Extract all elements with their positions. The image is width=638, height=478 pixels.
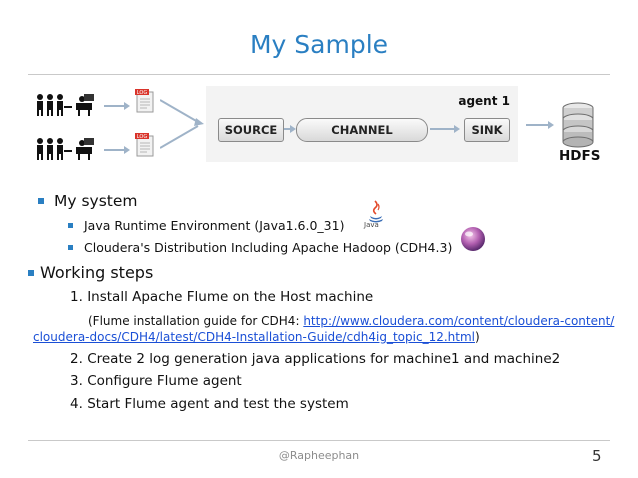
arrow-right-icon [104, 146, 130, 154]
step-text: Start Flume agent and test the system [87, 396, 349, 412]
step-3: 3. Configure Flume agent [70, 373, 242, 389]
step-number: 4. [70, 396, 83, 412]
hdfs-label: HDFS [559, 148, 601, 164]
page-number: 5 [592, 447, 602, 465]
source-component: SOURCE [218, 118, 284, 142]
flume-architecture-diagram: LOG LOG [0, 82, 638, 182]
sub-bullet-text: Cloudera's Distribution Including Apache… [84, 240, 453, 255]
log-file-icon: LOG [134, 88, 156, 114]
java-logo [369, 200, 383, 223]
step-2: 2. Create 2 log generation java applicat… [70, 351, 560, 367]
merge-arrows-icon [160, 99, 204, 149]
step-number: 2. [70, 351, 83, 367]
footer-divider [28, 440, 610, 441]
bullet-working-steps: Working steps [28, 263, 153, 282]
bullet-text: My system [54, 192, 138, 210]
note-prefix: (Flume installation guide for CDH4: [88, 314, 304, 328]
channel-component: CHANNEL [296, 118, 428, 142]
flume-agent-box: agent 1 SOURCE CHANNEL SINK [206, 86, 518, 162]
log-tag: LOG [137, 134, 148, 140]
arrow-right-icon [284, 125, 296, 133]
sub-bullet-text: Java Runtime Environment (Java1.6.0_31) [84, 218, 345, 233]
arrow-right-icon [430, 125, 460, 133]
database-icon [562, 102, 594, 148]
sub-bullet-cdh: Cloudera's Distribution Including Apache… [68, 240, 452, 255]
hadoop-logo [461, 227, 485, 251]
java-logo-text: Java [364, 221, 379, 229]
bullet-text: Working steps [40, 263, 154, 282]
arrow-right-icon [104, 102, 130, 110]
note-suffix: ) [474, 330, 480, 344]
step-text: Create 2 log generation java application… [87, 351, 561, 367]
bullet-my-system: My system [38, 192, 138, 210]
log-tag: LOG [137, 90, 148, 96]
users-group-icon [34, 136, 98, 162]
install-guide-link-cont[interactable]: cloudera-docs/CDH4/latest/CDH4-Installat… [33, 330, 475, 344]
sink-component: SINK [464, 118, 510, 142]
bullet-marker [38, 198, 44, 204]
arrow-right-icon [526, 121, 554, 129]
step-text: Configure Flume agent [87, 373, 242, 389]
slide-title: My Sample [249, 30, 389, 59]
bullet-marker [68, 245, 73, 250]
step-1: 1. Install Apache Flume on the Host mach… [70, 289, 373, 305]
install-guide-link[interactable]: http://www.cloudera.com/content/cloudera… [303, 314, 615, 328]
step-text: Install Apache Flume on the Host machine [87, 289, 374, 305]
agent-label: agent 1 [458, 94, 510, 108]
install-guide-note-line2: cloudera-docs/CDH4/latest/CDH4-Installat… [33, 329, 480, 346]
bullet-marker [28, 270, 34, 276]
log-file-icon: LOG [134, 132, 156, 158]
install-guide-note-line1: (Flume installation guide for CDH4: http… [88, 313, 614, 330]
step-number: 1. [70, 289, 83, 305]
sub-bullet-java: Java Runtime Environment (Java1.6.0_31) [68, 218, 344, 233]
users-group-icon [34, 92, 98, 118]
step-number: 3. [70, 373, 83, 389]
footer-author: @Rapheephan [278, 449, 360, 462]
title-divider [28, 74, 610, 75]
step-4: 4. Start Flume agent and test the system [70, 396, 349, 412]
bullet-marker [68, 223, 73, 228]
